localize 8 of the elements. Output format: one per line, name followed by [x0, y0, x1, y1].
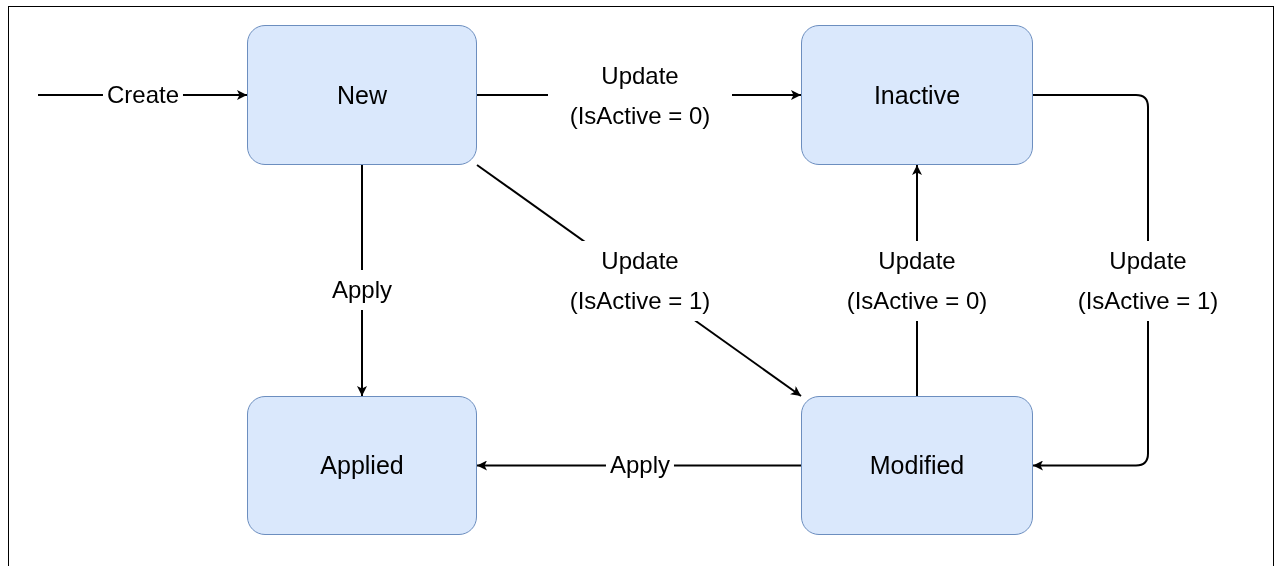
- state-name: Applied: [320, 451, 404, 480]
- state-name: Modified: [869, 451, 965, 480]
- state-box: [247, 25, 477, 165]
- state-name: New: [337, 80, 387, 110]
- state-name: Inactive: [873, 80, 961, 110]
- state-box: [247, 396, 477, 535]
- state-box: [801, 396, 1033, 535]
- state-box: [801, 25, 1033, 165]
